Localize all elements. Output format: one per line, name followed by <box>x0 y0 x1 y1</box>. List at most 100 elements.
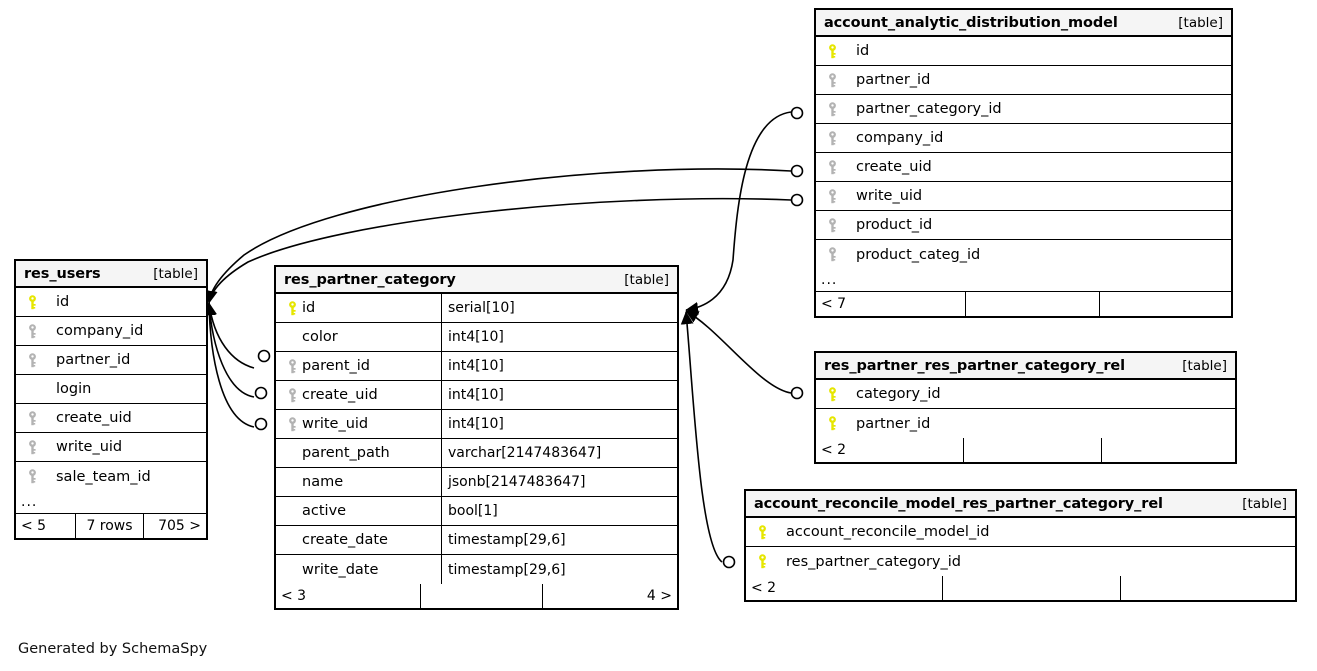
column-name: write_date <box>302 561 379 578</box>
column-row[interactable]: partner_id <box>16 346 206 375</box>
column-type-cell: int4[10] <box>441 410 677 438</box>
footer-incoming-count[interactable]: < 3 <box>276 584 421 608</box>
column-type-cell: serial[10] <box>441 294 677 322</box>
column-row[interactable]: partner_id <box>816 409 1235 438</box>
column-name: login <box>56 381 92 397</box>
footer-outgoing-count[interactable] <box>1100 292 1231 316</box>
column-list-account_reconcile_model_res_partner_category_rel: account_reconcile_model_id res_partner_ca… <box>746 518 1295 576</box>
column-name: partner_id <box>856 415 931 432</box>
footer-incoming-count[interactable]: < 2 <box>746 576 943 600</box>
column-name-cell: res_partner_category_id <box>746 547 1295 576</box>
column-row[interactable]: write_uid <box>816 182 1231 211</box>
column-name-cell: partner_id <box>816 409 1235 438</box>
column-row[interactable]: company_id <box>16 317 206 346</box>
table-header-res_users: res_users [table] <box>16 261 206 288</box>
column-name: sale_team_id <box>56 468 151 485</box>
column-type-cell: int4[10] <box>441 381 677 409</box>
column-name-cell: write_uid <box>16 433 206 461</box>
zero-marker <box>254 417 268 431</box>
table-type-tag: [table] <box>1178 14 1223 31</box>
zero-marker <box>790 193 804 207</box>
footer-outgoing-count[interactable]: 4 > <box>646 588 672 604</box>
column-name-cell: account_reconcile_model_id <box>746 518 1295 546</box>
footer-incoming-count[interactable]: < 2 <box>816 438 964 462</box>
column-row[interactable]: id <box>16 288 206 317</box>
column-name: partner_category_id <box>856 101 1002 117</box>
table-res_partner_res_partner_category_rel[interactable]: res_partner_res_partner_category_rel [ta… <box>814 351 1237 464</box>
edge-rprpcr-category-id-to-rpc-id <box>685 310 792 394</box>
column-name-cell: create_uid <box>816 153 1231 181</box>
table-title: res_users <box>24 265 101 282</box>
column-row[interactable]: id <box>816 37 1231 66</box>
footer-incoming-count[interactable]: < 5 <box>16 514 76 538</box>
column-name-cell: create_uid <box>16 404 206 432</box>
column-row[interactable]: partner_category_id <box>816 95 1231 124</box>
primary-key-icon <box>752 554 772 569</box>
footer-outgoing-count[interactable] <box>1121 576 1295 600</box>
footer-row-count <box>943 576 1121 600</box>
table-res_users[interactable]: res_users [table] id company_id partner_id… <box>14 259 208 540</box>
table-type-tag: [table] <box>1242 495 1287 512</box>
table-type-tag: [table] <box>153 265 198 282</box>
column-name: account_reconcile_model_id <box>786 524 990 540</box>
column-row[interactable]: res_partner_category_id <box>746 547 1295 576</box>
column-name-cell: login <box>16 375 206 403</box>
table-account_analytic_distribution_model[interactable]: account_analytic_distribution_model [tab… <box>814 8 1233 318</box>
column-row[interactable]: category_id <box>816 380 1235 409</box>
foreign-key-icon <box>822 72 842 88</box>
column-row[interactable]: company_id <box>816 124 1231 153</box>
zero-marker <box>722 555 736 569</box>
footer-incoming-count[interactable]: < 7 <box>816 292 966 316</box>
column-row[interactable]: write_uid <box>16 433 206 462</box>
column-name: company_id <box>856 130 944 146</box>
column-row[interactable]: name jsonb[2147483647] <box>276 468 677 497</box>
footer-row-count <box>964 438 1102 462</box>
table-header-account_analytic_distribution_model: account_analytic_distribution_model [tab… <box>816 10 1231 37</box>
column-row[interactable]: partner_id <box>816 66 1231 95</box>
footer-outgoing-count[interactable]: 705 > <box>158 518 201 534</box>
table-footer-res_users: < 5 7 rows 705 > <box>16 514 206 538</box>
footer-outgoing-count[interactable] <box>1102 438 1235 462</box>
foreign-key-icon <box>282 358 302 374</box>
column-name: create_date <box>302 532 388 548</box>
column-row[interactable]: product_id <box>816 211 1231 240</box>
column-row[interactable]: account_reconcile_model_id <box>746 518 1295 547</box>
column-row[interactable]: login <box>16 375 206 404</box>
edge-rpc-create-uid-to-res-users-id <box>203 302 255 398</box>
column-row[interactable]: product_categ_id <box>816 240 1231 269</box>
column-name-cell: sale_team_id <box>16 462 206 491</box>
column-type-cell: jsonb[2147483647] <box>441 468 677 496</box>
column-name: company_id <box>56 323 144 339</box>
table-account_reconcile_model_res_partner_category_rel[interactable]: account_reconcile_model_res_partner_cate… <box>744 489 1297 602</box>
table-title: res_partner_res_partner_category_rel <box>824 357 1126 374</box>
column-row[interactable]: create_uid <box>16 404 206 433</box>
column-name-cell: partner_category_id <box>816 95 1231 123</box>
column-type-cell: varchar[2147483647] <box>441 439 677 467</box>
column-row[interactable]: create_uid <box>816 153 1231 182</box>
column-name-cell: id <box>16 288 206 316</box>
column-name: name <box>302 474 344 490</box>
zero-marker <box>254 386 268 400</box>
foreign-key-icon <box>282 387 302 403</box>
zero-marker <box>790 386 804 400</box>
column-name: write_uid <box>856 188 923 204</box>
column-name-cell: parent_id <box>276 352 441 380</box>
column-name: write_uid <box>302 416 369 432</box>
primary-key-icon <box>22 294 42 310</box>
column-row[interactable]: write_uid int4[10] <box>276 410 677 439</box>
foreign-key-icon <box>22 410 42 426</box>
column-row[interactable]: sale_team_id <box>16 462 206 491</box>
table-title: res_partner_category <box>284 271 456 288</box>
